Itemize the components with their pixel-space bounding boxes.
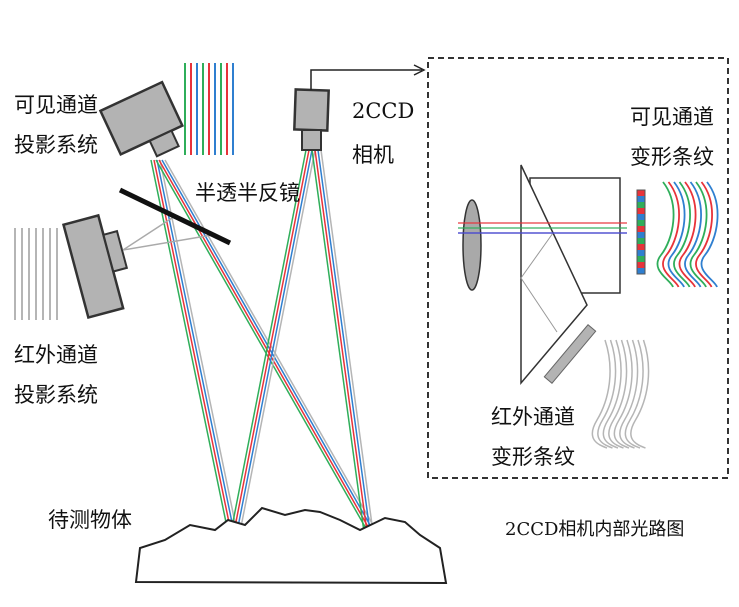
camera-label-2: 相机 (352, 143, 394, 167)
ir-projector-label-1: 红外通道 (14, 343, 98, 367)
sensor-pixel (637, 268, 645, 274)
sensor-pixel (637, 244, 645, 250)
sensor-pixel (637, 220, 645, 226)
sensor-pixel (637, 256, 645, 262)
light-ray (320, 149, 374, 533)
ir-projector (61, 213, 129, 320)
ir-projected-stripes (14, 228, 58, 320)
light-ray (236, 149, 313, 533)
fringe-line (656, 181, 675, 288)
visible-projector-label-2: 投影系统 (14, 133, 98, 157)
ir-projector-label-2: 投影系统 (14, 383, 98, 407)
fringe-line (667, 181, 686, 288)
sensor-pixel (637, 232, 645, 238)
light-ray (155, 159, 369, 533)
camera-inset-connector (310, 69, 422, 90)
fringe-line (619, 339, 639, 449)
visible-projector (98, 80, 185, 158)
fringe-line (673, 181, 691, 288)
sensor-pixel (637, 190, 645, 196)
prism (520, 164, 588, 386)
sensor-pixel (637, 214, 645, 220)
object-label: 待测物体 (48, 508, 132, 532)
measured-object (134, 506, 448, 585)
fringe-line (662, 181, 680, 288)
visible-deformed-fringes (656, 181, 719, 288)
inset-caption: 2CCD相机内部光路图 (505, 519, 684, 540)
light-ray (230, 149, 307, 533)
fringe-line (695, 181, 713, 288)
visible-projector-label-1: 可见通道 (14, 93, 98, 117)
sensor-pixel (637, 226, 645, 232)
visible-sensor (636, 189, 646, 275)
light-ray (150, 159, 229, 533)
fringe-line (602, 339, 622, 449)
sensor-pixel (637, 238, 645, 244)
fringe-line (597, 339, 617, 449)
fringe-line (689, 181, 708, 288)
visible-fringe-label-2: 变形条纹 (630, 145, 714, 169)
ir-deformed-fringes (591, 339, 650, 449)
camera (293, 88, 330, 151)
light-beams (150, 149, 378, 533)
fringe-line (624, 339, 644, 449)
sensor-pixel (637, 262, 645, 268)
fringe-line (591, 339, 611, 449)
fringe-line (630, 339, 650, 449)
camera-inset-box (427, 57, 729, 479)
lens (462, 199, 482, 291)
sensor-pixel (637, 250, 645, 256)
fringe-line (678, 181, 697, 288)
light-ray (233, 149, 310, 533)
mirror-label: 半透半反镜 (195, 181, 300, 205)
light-ray (159, 159, 238, 533)
fringe-line (613, 339, 633, 449)
camera-label-1: 2CCD (352, 99, 414, 123)
visible-fringe-label-1: 可见通道 (630, 105, 714, 129)
sensor-pixel (637, 202, 645, 208)
light-ray (239, 149, 316, 533)
ir-fringe-label-1: 红外通道 (491, 405, 575, 429)
fringe-line (700, 181, 719, 288)
light-ray (156, 159, 235, 533)
ir-fringe-label-2: 变形条纹 (491, 445, 575, 469)
light-ray (153, 159, 232, 533)
sensor-frame (636, 189, 646, 275)
light-ray (317, 149, 371, 533)
sensor-pixel (637, 196, 645, 202)
sensor-pixel (637, 208, 645, 214)
light-ray (158, 159, 372, 533)
light-ray (311, 149, 365, 533)
fringe-line (608, 339, 628, 449)
visible-projected-stripes (184, 63, 234, 155)
fringe-line (684, 181, 702, 288)
half-mirror (118, 187, 232, 246)
ir-sensor (543, 324, 597, 384)
light-ray (314, 149, 368, 533)
